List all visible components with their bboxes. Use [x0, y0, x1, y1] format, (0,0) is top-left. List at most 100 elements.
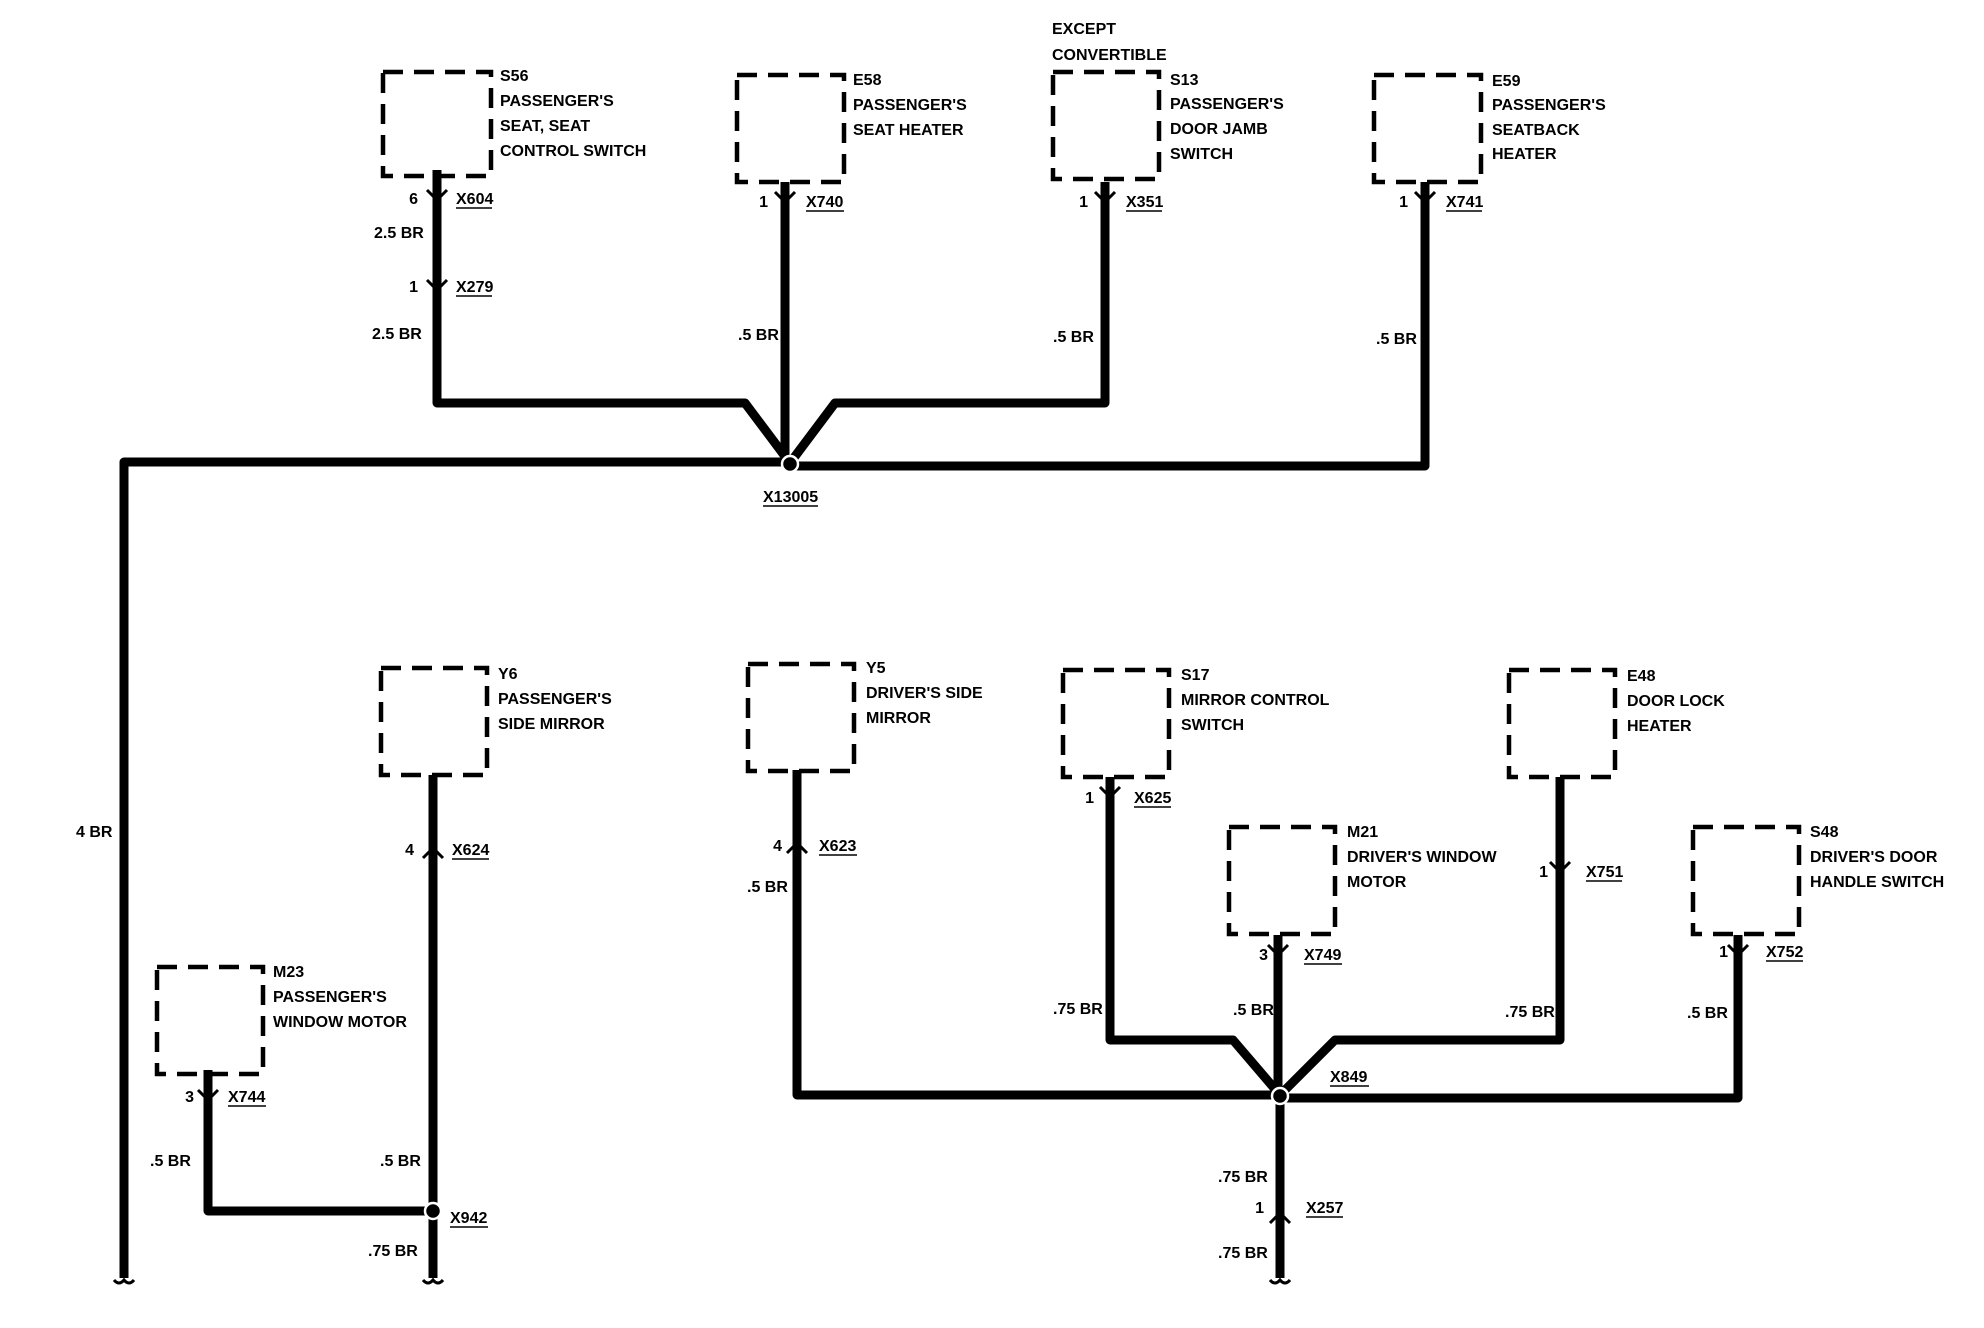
e59-code: E59 — [1492, 73, 1521, 90]
gauge-s17: .75 BR — [1053, 1001, 1103, 1018]
x749-mark — [1266, 943, 1290, 958]
m23-line1: PASSENGER'S — [273, 989, 387, 1006]
x623-pin: 4 — [773, 838, 782, 855]
e59-line3: HEATER — [1492, 146, 1557, 163]
s48-line1: DRIVER'S DOOR — [1810, 849, 1938, 866]
s13-line1: PASSENGER'S — [1170, 96, 1284, 113]
s56-line2: SEAT, SEAT — [500, 118, 590, 135]
x624-mark — [421, 845, 445, 860]
gauge-y5: .5 BR — [747, 879, 788, 896]
s56-box[interactable] — [380, 69, 494, 179]
x279-mark — [425, 278, 449, 293]
x604-name: X604 — [456, 191, 493, 208]
wire-s48 — [1280, 935, 1743, 1103]
s13-note2: CONVERTIBLE — [1052, 47, 1167, 64]
x751-mark — [1548, 860, 1572, 875]
splice-x849 — [1270, 1086, 1290, 1106]
e59-line1: PASSENGER'S — [1492, 97, 1606, 114]
x744-name: X744 — [228, 1089, 265, 1106]
s13-box[interactable] — [1050, 69, 1162, 182]
x751-pin: 1 — [1539, 864, 1548, 881]
x279-pin: 1 — [409, 279, 418, 296]
s17-line2: SWITCH — [1181, 717, 1244, 734]
y5-box[interactable] — [745, 661, 857, 774]
x741-mark — [1413, 190, 1437, 205]
wire-ground-main — [119, 457, 790, 1278]
wire-m23 — [203, 1070, 433, 1216]
s48-code: S48 — [1810, 824, 1839, 841]
wire-end-x257 — [1268, 1277, 1292, 1285]
x623-name: X623 — [819, 838, 856, 855]
s56-line3: CONTROL SWITCH — [500, 143, 646, 160]
wire-s17 — [1105, 777, 1284, 1098]
e58-box[interactable] — [734, 72, 847, 185]
gauge-e48: .75 BR — [1505, 1004, 1555, 1021]
x257-pin: 1 — [1255, 1200, 1264, 1217]
s13-line2: DOOR JAMB — [1170, 121, 1268, 138]
x624-name: X624 — [452, 842, 489, 859]
x741-pin: 1 — [1399, 194, 1408, 211]
e58-line1: PASSENGER'S — [853, 97, 967, 114]
x749-pin: 3 — [1259, 947, 1268, 964]
gauge-s13: .5 BR — [1053, 329, 1094, 346]
splices — [423, 454, 1290, 1221]
wire-y5 — [792, 770, 1280, 1100]
e58-line2: SEAT HEATER — [853, 122, 964, 139]
m23-code: M23 — [273, 964, 304, 981]
x849-label: X849 — [1330, 1069, 1367, 1086]
x741-name: X741 — [1446, 194, 1483, 211]
s13-note1: EXCEPT — [1052, 21, 1116, 38]
x279-name: X279 — [456, 279, 493, 296]
wire-ends — [112, 1277, 1292, 1285]
x740-pin: 1 — [759, 194, 768, 211]
x740-name: X740 — [806, 194, 843, 211]
splice-x13005 — [780, 454, 800, 474]
gauge-e59: .5 BR — [1376, 331, 1417, 348]
y6-line1: PASSENGER'S — [498, 691, 612, 708]
gauge-m21: .5 BR — [1233, 1002, 1274, 1019]
m21-line1: DRIVER'S WINDOW — [1347, 849, 1497, 866]
s48-box[interactable] — [1690, 824, 1802, 937]
y5-code: Y5 — [866, 660, 886, 677]
y6-code: Y6 — [498, 666, 518, 683]
y6-box[interactable] — [378, 665, 490, 778]
wire-end-y6 — [421, 1277, 445, 1285]
splice-x942 — [423, 1201, 443, 1221]
connector-labels: 6 X604 1 X279 1 X740 1 X351 1 X741 4 X62… — [185, 191, 1803, 1228]
y5-line1: DRIVER'S SIDE — [866, 685, 983, 702]
e48-box[interactable] — [1506, 667, 1618, 780]
gauge-m23: .5 BR — [150, 1153, 191, 1170]
x752-name: X752 — [1766, 944, 1803, 961]
x752-pin: 1 — [1719, 944, 1728, 961]
s17-box[interactable] — [1060, 667, 1172, 780]
x744-pin: 3 — [185, 1089, 194, 1106]
x13005-label: X13005 — [763, 489, 818, 506]
e48-line2: HEATER — [1627, 718, 1692, 735]
s17-code: S17 — [1181, 667, 1210, 684]
x604-mark — [425, 188, 449, 203]
x351-pin: 1 — [1079, 194, 1088, 211]
wire-e48 — [1276, 777, 1565, 1099]
gauge-x257-upper: .75 BR — [1218, 1169, 1268, 1186]
m21-box[interactable] — [1226, 824, 1338, 937]
m23-line2: WINDOW MOTOR — [273, 1014, 407, 1031]
wire-end-ground-main — [112, 1277, 136, 1285]
m21-code: M21 — [1347, 824, 1378, 841]
m23-box[interactable] — [154, 964, 266, 1077]
e48-code: E48 — [1627, 668, 1656, 685]
wire-gauge-labels: 2.5 BR 2.5 BR .5 BR .5 BR .5 BR 4 BR .5 … — [76, 225, 1728, 1262]
x625-mark — [1098, 785, 1122, 800]
e59-box[interactable] — [1371, 72, 1484, 185]
y6-line2: SIDE MIRROR — [498, 716, 605, 733]
x625-pin: 1 — [1085, 790, 1094, 807]
x749-name: X749 — [1304, 947, 1341, 964]
x351-name: X351 — [1126, 194, 1163, 211]
x751-name: X751 — [1586, 864, 1623, 881]
gauge-s48: .5 BR — [1687, 1005, 1728, 1022]
e48-line1: DOOR LOCK — [1627, 693, 1725, 710]
e59-line2: SEATBACK — [1492, 122, 1580, 139]
connector-marks — [196, 188, 1750, 1225]
wires — [119, 170, 1743, 1278]
x625-name: X625 — [1134, 790, 1171, 807]
